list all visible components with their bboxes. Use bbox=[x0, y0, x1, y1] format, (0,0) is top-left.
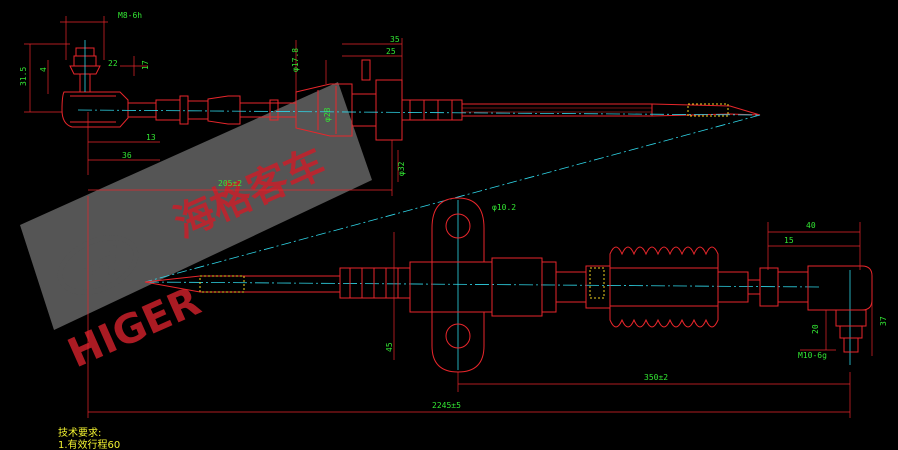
lower-thread-section bbox=[199, 275, 245, 293]
bellows-pattern bbox=[589, 267, 605, 299]
centerlines bbox=[77, 40, 851, 370]
dim-h-top: 31.5 bbox=[19, 67, 28, 86]
dim-36: 36 bbox=[122, 151, 132, 160]
dim-25: 25 bbox=[386, 47, 396, 56]
dim-20: 20 bbox=[811, 324, 820, 334]
dim-phi-top: φ17.8 bbox=[291, 48, 300, 72]
dim-total-left: 205±2 bbox=[218, 179, 242, 188]
dim-total-length: 2245±5 bbox=[432, 401, 461, 410]
technical-requirement-1: 1.有效行程60 bbox=[58, 438, 120, 450]
dim-offset: 22 bbox=[108, 59, 118, 68]
dim-40: 40 bbox=[806, 221, 816, 230]
dim-thread-bottom: M10-6g bbox=[798, 351, 827, 360]
dim-35: 35 bbox=[390, 35, 400, 44]
dim-phi-hole: φ10.2 bbox=[492, 203, 516, 212]
dim-13: 13 bbox=[146, 133, 156, 142]
upper-cable-assembly bbox=[61, 47, 761, 141]
dim-small: 4 bbox=[39, 67, 48, 72]
dim-phi-32: φ32 bbox=[397, 161, 406, 176]
dim-span-350: 350±2 bbox=[644, 373, 668, 382]
dim-45: 45 bbox=[385, 342, 394, 352]
technical-requirements-heading: 技术要求: bbox=[58, 426, 101, 439]
dim-phi-mid: φ28 bbox=[323, 107, 332, 122]
higer-watermark: 海格客车 HIGER bbox=[20, 82, 372, 377]
lower-cable-assembly bbox=[144, 197, 873, 373]
dim-37: 37 bbox=[879, 316, 888, 326]
dim-thread-top: M8-6h bbox=[118, 11, 142, 20]
dim-17: 17 bbox=[141, 60, 150, 70]
upper-thread-section bbox=[687, 103, 729, 117]
dimension-lines bbox=[24, 16, 873, 418]
dim-15: 15 bbox=[784, 236, 794, 245]
